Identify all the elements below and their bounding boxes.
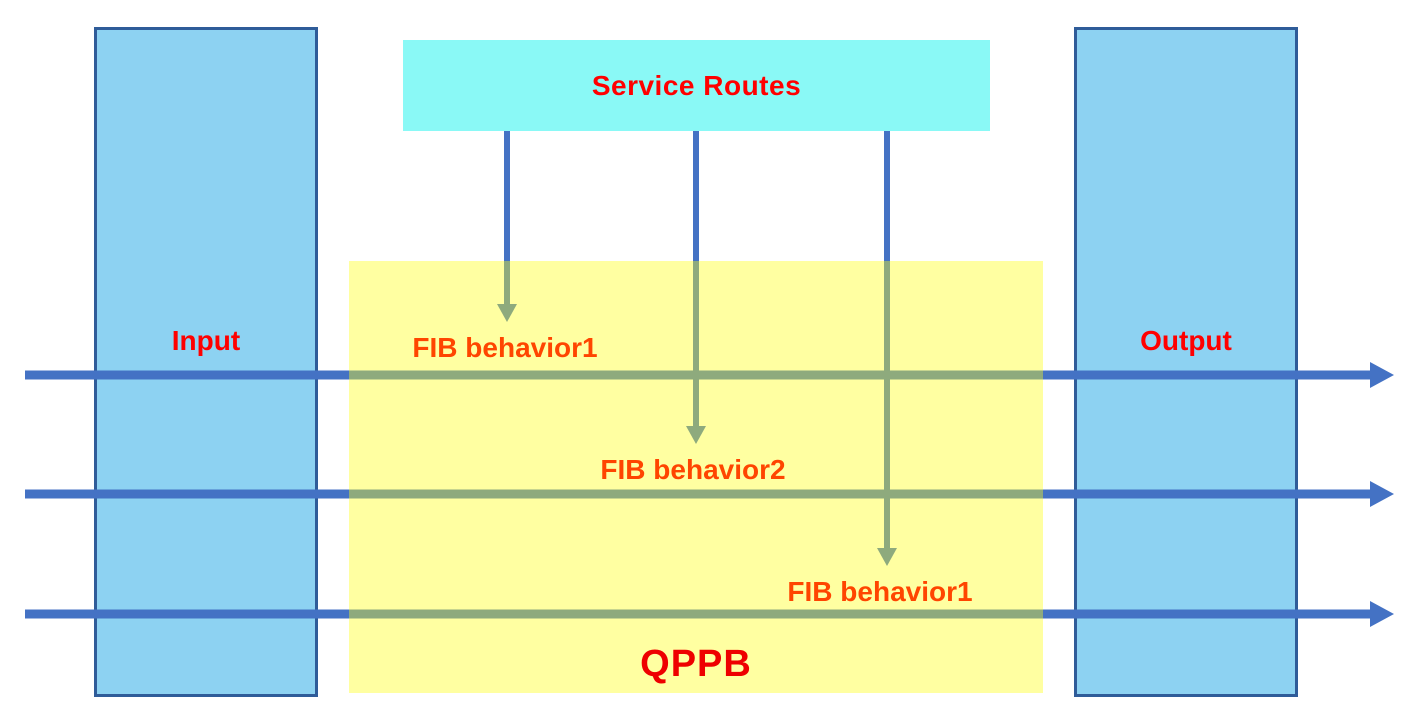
qppb-region-box (349, 261, 1043, 693)
output-label: Output (1140, 325, 1232, 356)
fib-behavior-label-1: FIB behavior1 (412, 332, 598, 363)
input-label: Input (171, 325, 241, 356)
packet-flow-arrow-2 (25, 481, 1394, 507)
service-route-arrow-2 (686, 131, 706, 444)
service-routes-label: Service Routes (591, 69, 802, 101)
service-routes-box: Service Routes (403, 40, 990, 131)
packet-flow-arrow-1 (25, 362, 1394, 388)
qppb-title: QPPB (640, 643, 752, 685)
service-route-arrow-3 (877, 131, 897, 566)
service-route-arrow-1 (497, 131, 517, 322)
packet-flow-arrow-3 (25, 601, 1394, 627)
input-port-box (94, 27, 318, 697)
fib-behavior-label-2: FIB behavior2 (600, 454, 786, 485)
fib-behavior-label-3: FIB behavior1 (787, 576, 973, 607)
output-port-box (1074, 27, 1298, 697)
